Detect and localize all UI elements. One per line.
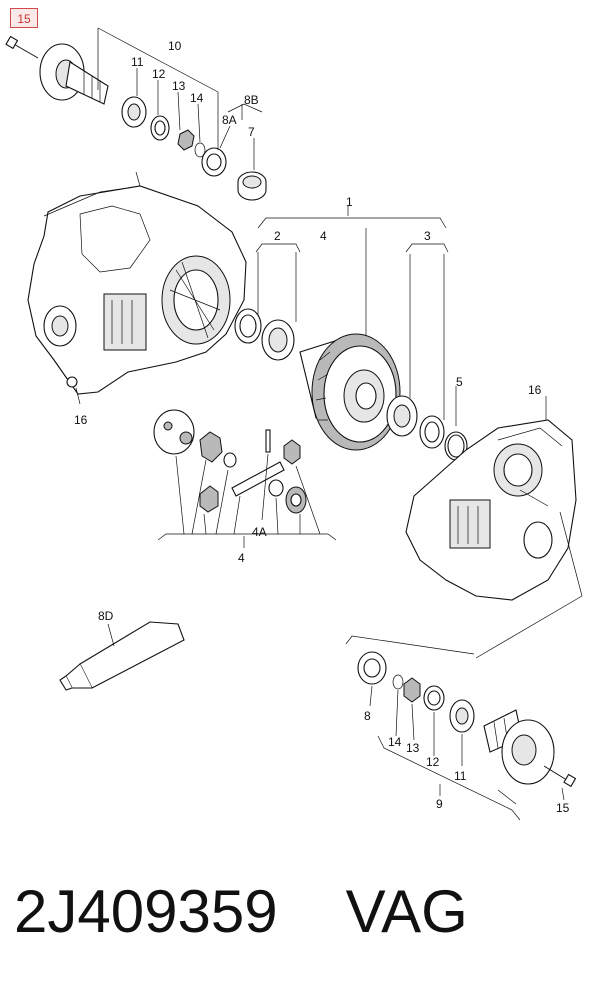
ring-12-top <box>150 115 170 141</box>
callout-1: 1 <box>346 195 353 209</box>
bearing-race-2 <box>234 308 262 344</box>
seal-7 <box>237 171 267 201</box>
gearbox-housing-right <box>405 396 577 601</box>
callout-16-left: 16 <box>74 413 88 427</box>
spider-gear-upper <box>199 431 223 463</box>
part-number: 2J409359 <box>14 878 278 945</box>
caption: 2J409359 VAG <box>14 872 468 952</box>
callout-7: 7 <box>248 125 255 139</box>
ring-14-top <box>194 142 206 158</box>
callout-2: 2 <box>274 229 281 243</box>
sealant-tube-8d <box>59 621 185 691</box>
nut-13-bottom <box>403 677 421 703</box>
ring-12-bottom <box>423 685 445 711</box>
callout-15-bottom: 15 <box>556 801 570 815</box>
exploded-parts-diagram: 10 11 12 13 14 8B 8A 7 1 2 4 3 5 16 16 4… <box>5 27 583 821</box>
callout-14-bottom: 14 <box>388 735 402 749</box>
spider-gear-lower <box>199 485 219 513</box>
callout-13-bottom: 13 <box>406 741 420 755</box>
bearing-2 <box>261 319 295 361</box>
callout-8: 8 <box>364 709 371 723</box>
callout-8a: 8A <box>222 113 237 127</box>
nut-13-top <box>177 129 195 151</box>
washer-lower <box>268 479 284 497</box>
callout-5: 5 <box>456 375 463 389</box>
callout-9: 9 <box>436 797 443 811</box>
callout-3: 3 <box>424 229 431 243</box>
flange-shaft-top <box>5 35 109 105</box>
ring-14-bottom <box>392 674 404 690</box>
race-3 <box>419 415 445 449</box>
side-gear-upper <box>283 439 301 465</box>
pinion-shaft <box>231 429 285 497</box>
callout-8b: 8B <box>244 93 259 107</box>
ring-gear-differential-1 <box>299 333 401 451</box>
gearbox-housing-left <box>27 171 247 405</box>
shim-8 <box>357 651 387 685</box>
callout-11-bottom: 11 <box>454 769 467 783</box>
callout-10: 10 <box>168 39 182 53</box>
callout-4a: 4A <box>252 525 267 539</box>
callout-14-top: 14 <box>190 91 204 105</box>
highlighted-callout-badge: 15 <box>10 8 38 28</box>
callout-12-bottom: 12 <box>426 755 440 769</box>
diff-housing-ball <box>153 409 195 455</box>
bearing-3 <box>386 395 418 437</box>
callout-4-top: 4 <box>320 229 327 243</box>
flange-shaft-bottom <box>483 709 577 788</box>
callout-4-bottom: 4 <box>238 551 245 565</box>
callout-11-top: 11 <box>131 55 144 69</box>
callout-13-top: 13 <box>172 79 186 93</box>
callout-12-top: 12 <box>152 67 166 81</box>
shim-8a <box>201 147 227 177</box>
side-gear-lower <box>285 486 307 514</box>
callout-8d: 8D <box>98 609 114 623</box>
brand-name: VAG <box>345 878 468 945</box>
callout-16-right: 16 <box>528 383 542 397</box>
washer-upper <box>223 452 237 468</box>
bearing-11-top <box>121 96 147 128</box>
bearing-11-bottom <box>449 699 475 733</box>
